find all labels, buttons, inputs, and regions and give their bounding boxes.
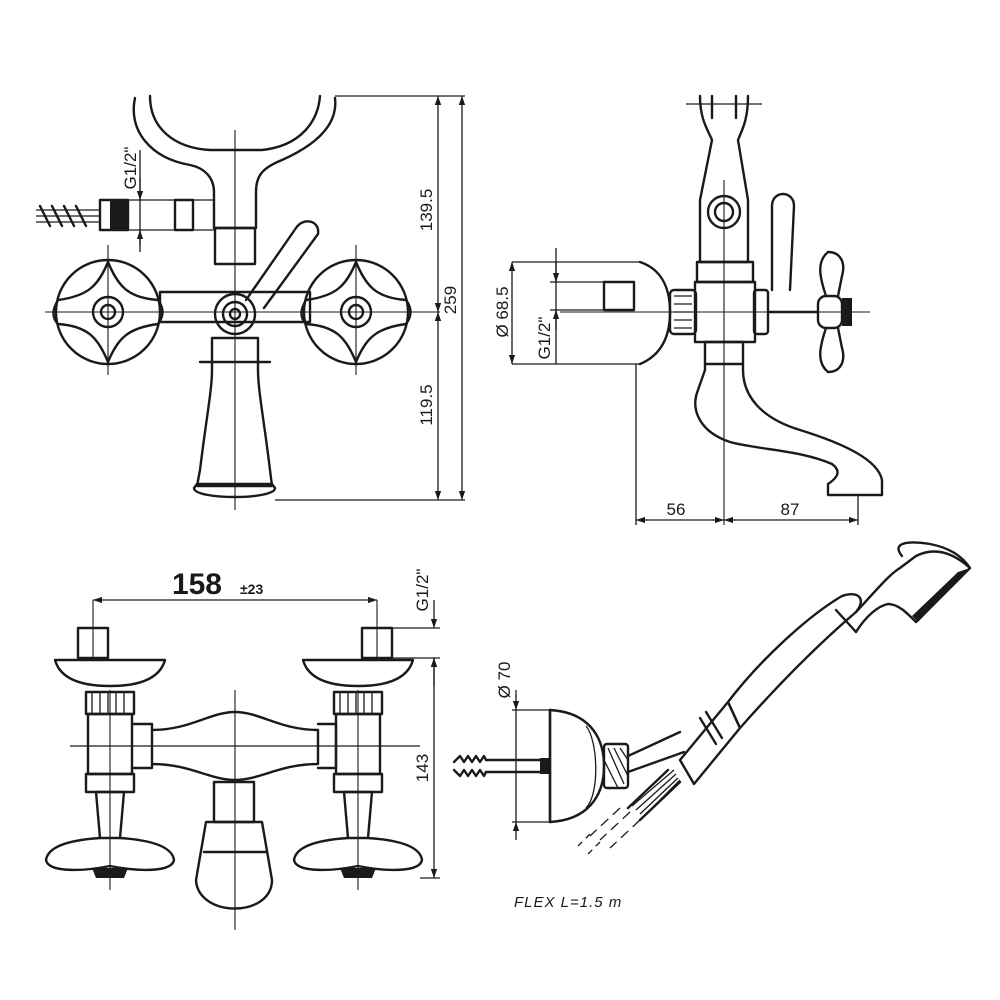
side-thread-label: G1/2": [535, 317, 554, 360]
front-dim-total: 259: [441, 286, 460, 314]
side-dim-right: 87: [781, 500, 800, 519]
side-dim-diameter: Ø 68.5: [493, 286, 512, 337]
top-thread-label: G1/2": [413, 569, 432, 612]
shower-view: Ø 70 FLEX L=1.5 m: [452, 541, 972, 911]
front-dim-top: 139.5: [417, 189, 436, 232]
side-dim-left: 56: [667, 500, 686, 519]
side-view: Ø 68.5 G1/2" 56 87: [493, 94, 884, 525]
front-view: 139.5 259 119.5 G1/2": [36, 94, 466, 510]
front-thread-label: G1/2": [121, 147, 140, 190]
top-view: 158 ±23 G1/2" 143: [44, 568, 440, 930]
top-dim-tolerance: ±23: [240, 581, 263, 597]
hose-length-label: FLEX L=1.5 m: [514, 894, 622, 911]
top-dim-width: 158: [172, 568, 222, 601]
front-dim-bottom: 119.5: [417, 384, 436, 425]
shower-dim-diameter: Ø 70: [495, 662, 514, 699]
top-dim-height: 143: [413, 754, 432, 782]
